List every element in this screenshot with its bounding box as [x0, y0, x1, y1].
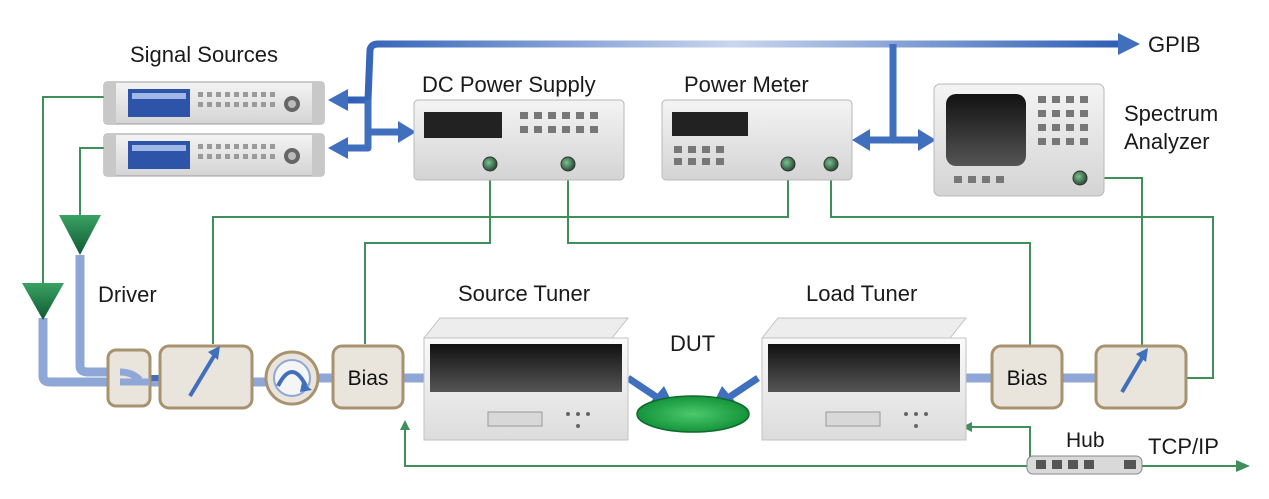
- isolator-circulator: [264, 350, 320, 406]
- dc-supply-port-1: [482, 156, 498, 172]
- amplifier-driver: [59, 215, 101, 255]
- power-meter-port-1: [780, 156, 796, 172]
- control-wire-arrowheads: [400, 420, 1250, 472]
- power-meter-port-2: [823, 156, 839, 172]
- rf-path: [38, 255, 1096, 387]
- gpib-arrow-dc-supply: [398, 121, 416, 143]
- dut-fixture: [636, 395, 750, 433]
- load-tuner-label: Load Tuner: [806, 281, 918, 306]
- gpib-arrow-out: [1118, 33, 1140, 55]
- gpib-arrow-spectrum: [918, 129, 936, 151]
- source-tuner: [422, 317, 630, 441]
- tuner-control-arrow-source: [400, 420, 410, 430]
- dut-label: DUT: [670, 331, 716, 356]
- spectrum-analyzer-port: [1072, 170, 1088, 186]
- driver-label: Driver: [98, 282, 157, 307]
- combiner-box: [106, 348, 152, 408]
- coupler-input: [158, 344, 254, 410]
- tuner-control-arrow-load: [962, 422, 972, 432]
- spectrum-analyzer: [933, 83, 1105, 197]
- hub-label: Hub: [1066, 429, 1105, 452]
- tcp-ip-arrow: [1236, 460, 1250, 472]
- signal-source-2: [103, 133, 325, 177]
- bias-tee-input: [331, 344, 405, 410]
- bias-input-label: Bias: [347, 367, 389, 390]
- gpib-arrow-source-1: [328, 89, 348, 111]
- spectrum-analyzer-label: Spectrum Analyzer: [1124, 101, 1219, 154]
- signal-sources-label: Signal Sources: [130, 42, 278, 67]
- dc-supply-port-2: [560, 156, 576, 172]
- network-hub: [1026, 455, 1143, 475]
- bias-output-label: Bias: [1006, 367, 1048, 390]
- bias-tee-output: [990, 344, 1064, 410]
- power-meter: [661, 99, 853, 181]
- coupler-output: [1094, 344, 1188, 410]
- dc-power-supply: [413, 99, 625, 181]
- dc-power-supply-label: DC Power Supply: [422, 72, 596, 97]
- gpib-arrow-power-meter: [852, 129, 870, 151]
- tcp-ip-label: TCP/IP: [1148, 434, 1219, 459]
- amplifier-left: [22, 270, 64, 320]
- gpib-label: GPIB: [1148, 32, 1201, 57]
- gpib-bus: [346, 40, 1118, 152]
- power-meter-label: Power Meter: [684, 72, 809, 97]
- gpib-arrowheads: [328, 33, 1140, 159]
- load-tuner: [760, 317, 968, 441]
- source-tuner-label: Source Tuner: [458, 281, 591, 306]
- signal-source-1: [103, 81, 325, 125]
- gpib-arrow-source-2: [328, 137, 348, 159]
